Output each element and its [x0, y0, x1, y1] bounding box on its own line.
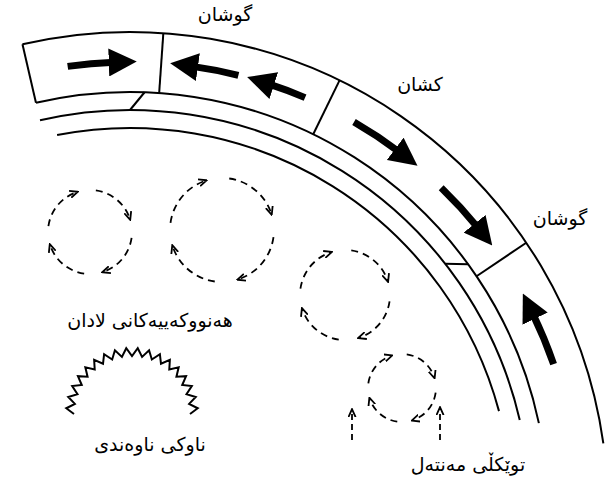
convection-current — [103, 238, 132, 272]
region-label: گوشان — [530, 207, 591, 230]
region-label: هەنووکەییەکانی لادان — [64, 309, 235, 332]
convection-current — [302, 309, 339, 340]
rising-current — [439, 408, 441, 440]
plate-boundary — [22, 44, 35, 102]
convection-current — [300, 252, 331, 289]
plate-motion-arrow — [268, 84, 305, 98]
plate-motion-arrow — [192, 66, 238, 75]
region-label: کشان — [394, 73, 446, 96]
plate-motion-arrow — [533, 314, 554, 365]
convection-current — [96, 190, 130, 219]
layer-boundary — [36, 92, 539, 423]
convection-current — [238, 237, 273, 279]
inner-core — [66, 348, 197, 414]
region-label: ناوکی ناوەندی — [91, 433, 209, 456]
convection-current — [173, 246, 215, 281]
convection-current — [413, 393, 436, 421]
plate-boundary — [159, 33, 163, 93]
convection-current — [370, 399, 398, 422]
rising-current — [351, 410, 353, 440]
convection-current — [50, 245, 84, 274]
plate-boundary — [313, 80, 339, 134]
region-label: توێکڵی مەنتەل — [408, 453, 528, 476]
convection-current — [48, 192, 77, 226]
layer-boundary — [40, 110, 520, 420]
convection-current — [359, 301, 390, 338]
plate-motion-arrow — [68, 62, 115, 66]
plate-boundary — [477, 243, 527, 277]
convection-current — [171, 181, 206, 223]
convection-current — [229, 179, 271, 214]
convection-current — [351, 250, 388, 281]
region-label: گوشان — [195, 3, 256, 26]
plate-motion-arrow — [354, 122, 400, 152]
convection-current — [407, 354, 435, 377]
plate-motion-arrow — [441, 188, 478, 228]
layer-boundary — [22, 32, 603, 443]
convection-current — [368, 356, 391, 384]
layer-boundary — [57, 128, 499, 411]
subduction-line — [445, 263, 468, 266]
subduction-line — [130, 92, 145, 110]
